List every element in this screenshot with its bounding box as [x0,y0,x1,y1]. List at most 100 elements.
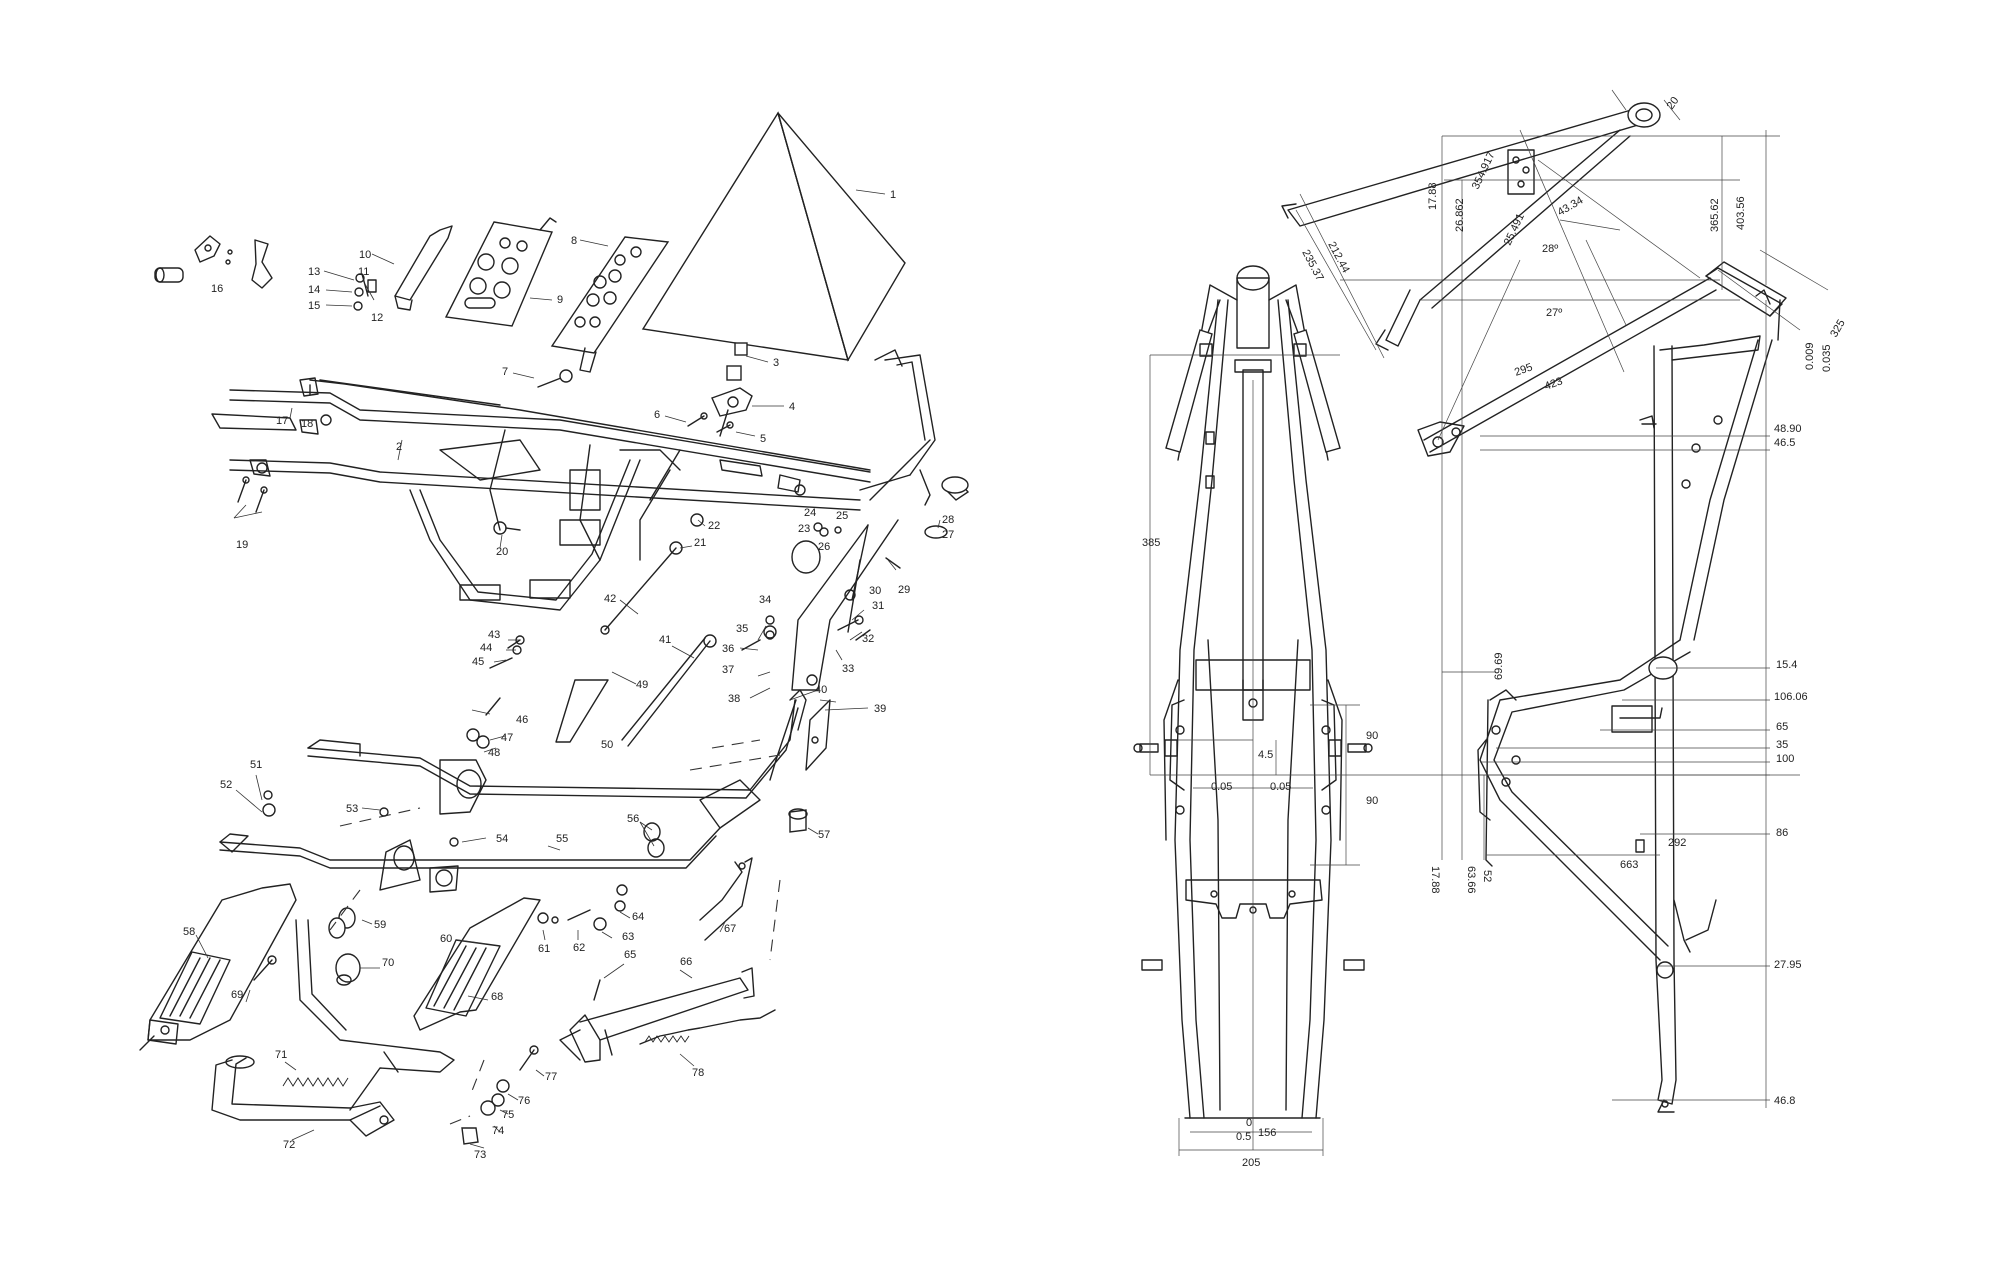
part-label-74: 74 [492,1125,504,1137]
part-label-75: 75 [502,1109,514,1121]
part-label-39: 39 [874,703,886,715]
side-dim-46-5: 46.5 [1774,437,1795,449]
side-dim-26-862: 26.862 [1454,198,1466,232]
bracket-part [394,225,453,311]
side-dim-663: 663 [1620,859,1638,871]
part-label-6: 6 [654,409,660,421]
part-label-66: 66 [680,956,692,968]
front-dim-90-lower: 90 [1366,795,1378,807]
front-dim-90-upper: 90 [1366,730,1378,742]
part-label-44: 44 [480,642,492,654]
right-footrest-68 [413,897,541,1031]
part-label-40: 40 [815,684,827,696]
part-label-69: 69 [231,989,243,1001]
part-label-52: 52 [220,779,232,791]
side-dim-43-34: 43.34 [1556,194,1586,218]
side-dim-212-44: 212.44 [1325,240,1351,275]
front-dim-205: 205 [1242,1157,1260,1169]
side-dim-46-8: 46.8 [1774,1095,1795,1107]
part-label-11: 11 [358,266,369,278]
part-label-4: 4 [789,401,795,413]
part-label-77: 77 [545,1071,557,1083]
part-label-24: 24 [804,507,816,519]
part-label-63: 63 [622,931,634,943]
part-label-58: 58 [183,926,195,938]
part-label-45: 45 [472,656,484,668]
part-label-31: 31 [872,600,884,612]
part-label-10: 10 [359,249,371,261]
rear-subframe-part [229,349,936,611]
battery-tray-part [444,217,557,327]
part-number-labels: 1 2 3 4 5 6 7 8 9 10 11 12 13 14 15 16 1… [183,189,954,1161]
latch-assembly-part [154,235,273,289]
front-dim-4-5: 4.5 [1258,749,1273,761]
part-label-59: 59 [374,919,386,931]
part-label-26: 26 [818,541,830,553]
part-label-33: 33 [842,663,854,675]
part-label-71: 71 [275,1049,287,1061]
part-label-72: 72 [283,1139,295,1151]
front-dim-0-5: 0.5 [1236,1131,1251,1143]
side-dim-17-88-top: 17.88 [1427,182,1439,210]
side-view-drawing: 20 354.917 26.862 25.491 17.88 212.44 23… [1281,89,1848,1113]
part-label-23: 23 [798,523,810,535]
part-label-7: 7 [502,366,508,378]
part-label-20: 20 [496,546,508,558]
side-dim-235-37: 235.37 [1299,248,1325,283]
part-label-49: 49 [636,679,648,691]
side-dim-86: 86 [1776,827,1788,839]
front-view-drawing: 385 90 90 4.5 0.05 0.05 0 0.5 156 205 [1133,265,1800,1169]
bolt-69 [253,955,277,981]
part-label-22: 22 [708,520,720,532]
down-tube-assembly [741,519,899,691]
part-label-12: 12 [371,312,383,324]
part-label-41: 41 [659,634,671,646]
front-dim-0-05-left: 0.05 [1211,781,1232,793]
part-label-61: 61 [538,943,550,955]
side-dim-52: 52 [1481,870,1493,882]
side-dim-65: 65 [1776,721,1788,733]
brake-spring-71 [282,1077,349,1087]
fasteners-51-54 [262,790,459,847]
part-label-53: 53 [346,803,358,815]
part-label-78: 78 [692,1067,704,1079]
part-label-68: 68 [491,991,503,1003]
side-dim-423: 423 [1543,375,1564,393]
side-dim-35: 35 [1776,739,1788,751]
part-label-19: 19 [236,539,248,551]
part-label-65: 65 [624,949,636,961]
side-dim-20: 20 [1665,95,1682,112]
part-label-67: 67 [724,923,736,935]
parts-23-29-group [791,476,970,574]
side-dim-28-deg: 28º [1542,243,1558,255]
part-label-32: 32 [862,633,874,645]
small-fasteners-group [353,273,377,311]
part-label-13: 13 [308,266,320,278]
side-dim-100: 100 [1776,753,1794,765]
side-dim-403-56: 403.56 [1735,196,1747,230]
part-label-64: 64 [632,911,644,923]
bolts-5-6-7 [537,369,734,433]
part-label-73: 73 [474,1149,486,1161]
part-label-2: 2 [396,441,402,453]
part-label-15: 15 [308,300,320,312]
part-label-60: 60 [440,933,452,945]
side-bracket-17 [211,413,332,513]
long-bolts-41-42 [555,547,717,747]
part-label-50: 50 [601,739,613,751]
side-dim-17-88-bottom: 17.88 [1429,866,1441,894]
fasteners-73-77 [449,1045,539,1145]
brake-pedal-72 [211,919,455,1137]
side-dim-27-deg: 27º [1546,307,1562,319]
front-dim-0-05-right: 0.05 [1270,781,1291,793]
pyramid-cover-part [641,111,906,362]
fasteners-43-48 [466,635,525,749]
part-label-56: 56 [627,813,639,825]
part-label-14: 14 [308,284,320,296]
part-label-17: 17 [276,415,288,427]
side-dim-48-90: 48.90 [1774,423,1802,435]
side-dim-63-66: 63.66 [1465,866,1477,894]
part-label-51: 51 [250,759,262,771]
part-label-54: 54 [496,833,508,845]
part-label-5: 5 [760,433,766,445]
